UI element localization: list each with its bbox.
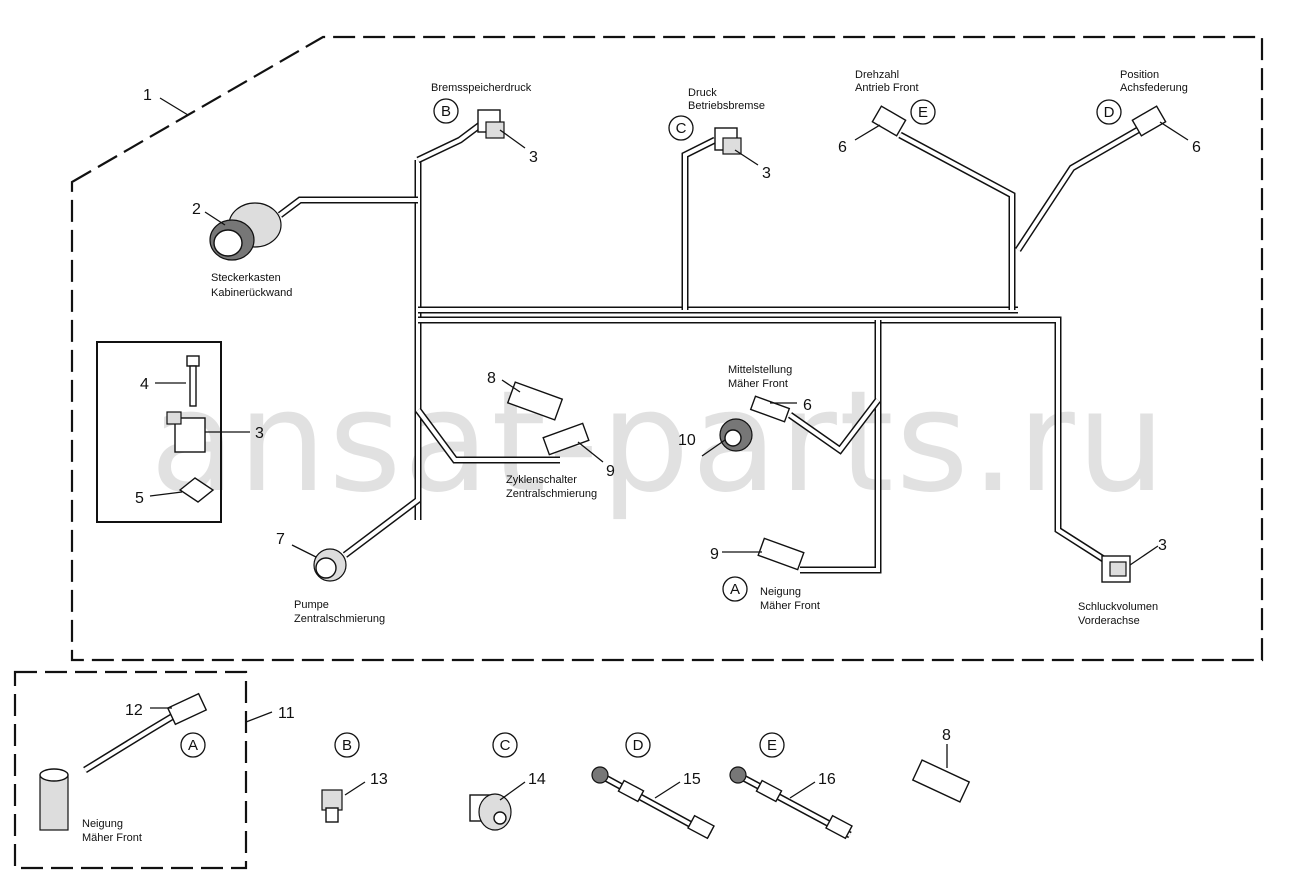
label-neigung-inset-line1: Neigung <box>82 818 123 830</box>
label-schluckvolumen-line1: Schluckvolumen <box>1078 601 1158 613</box>
part-number-9: 9 <box>710 546 719 563</box>
round-connector-2 <box>209 202 282 261</box>
mount-kit-box <box>96 341 222 523</box>
part-number-5: 5 <box>135 490 144 507</box>
part-number-3: 3 <box>255 425 264 442</box>
label-drehzahl-line1: Drehzahl <box>855 69 899 81</box>
ref-circle-b-top: B <box>433 98 459 124</box>
ref-circle-e-bottom: E <box>759 732 785 758</box>
label-steckerkasten-line1: Steckerkasten <box>211 272 281 284</box>
label-steckerkasten-line2: Kabinerückwand <box>211 287 292 299</box>
part-number-10: 10 <box>678 432 696 449</box>
ref-circle-a-inset: A <box>180 732 206 758</box>
pressure-switch-c <box>714 127 742 155</box>
ref-circle-d-top: D <box>1096 99 1122 125</box>
plug-d <box>1131 105 1167 137</box>
plug-e <box>871 105 907 137</box>
part-numbers: 1 2 3 3 3 3 4 5 6 6 6 7 8 8 9 9 10 11 12… <box>125 87 1201 788</box>
diagram-text: A <box>730 581 740 598</box>
diagram-text: D <box>633 737 644 754</box>
sensor-15 <box>591 766 715 840</box>
diagram-text: E <box>918 104 928 121</box>
leader-lines <box>149 97 1189 801</box>
label-mittelstellung-line1: Mittelstellung <box>728 364 792 376</box>
diagram-text: B <box>342 737 352 754</box>
plug-8 <box>506 381 564 421</box>
sensor-10 <box>719 418 753 452</box>
sensor-16 <box>729 766 853 840</box>
pump-connector-7 <box>313 548 347 582</box>
label-zyklenschalter-line2: Zentralschmierung <box>506 488 597 500</box>
part-number-1: 1 <box>143 87 152 104</box>
label-bremsspeicherdruck: Bremsspeicherdruck <box>431 82 532 94</box>
part-number-6: 6 <box>803 397 812 414</box>
part-number-9: 9 <box>606 463 615 480</box>
part-number-14: 14 <box>528 771 546 788</box>
plate-5 <box>178 477 215 503</box>
part-number-6: 6 <box>838 139 847 156</box>
label-druck-line2: Betriebsbremse <box>688 100 765 112</box>
part-number-8: 8 <box>487 370 496 387</box>
plug-8-bottom <box>911 759 971 803</box>
pressure-switch-13 <box>321 789 343 823</box>
bolt-4 <box>186 355 200 407</box>
sensor-schluckvolumen <box>1101 555 1131 583</box>
label-pumpe-line1: Pumpe <box>294 599 329 611</box>
label-position-line1: Position <box>1120 69 1159 81</box>
part-number-3: 3 <box>762 165 771 182</box>
component-labels: Bremsspeicherdruck Druck Betriebsbremse … <box>82 69 1188 844</box>
part-number-3: 3 <box>1158 537 1167 554</box>
part-number-12: 12 <box>125 702 143 719</box>
label-position-line2: Achsfederung <box>1120 82 1188 94</box>
ref-circle-c-top: C <box>668 115 694 141</box>
part-number-2: 2 <box>192 201 201 218</box>
part-number-16: 16 <box>818 771 836 788</box>
ref-circle-b-bottom: B <box>334 732 360 758</box>
harness-boundary <box>70 35 1264 662</box>
diagram-text: E <box>767 737 777 754</box>
ref-circle-d-bottom: D <box>625 732 651 758</box>
label-mittelstellung-line2: Mäher Front <box>728 378 788 390</box>
label-neigung-line1: Neigung <box>760 586 801 598</box>
label-drehzahl-line2: Antrieb Front <box>855 82 919 94</box>
label-druck-line1: Druck <box>688 87 717 99</box>
pressure-switch-b <box>477 109 505 139</box>
watermark-text: ansat-parts.ru <box>150 361 1168 524</box>
part-number-8: 8 <box>942 727 951 744</box>
part-number-3: 3 <box>529 149 538 166</box>
label-neigung-line2: Mäher Front <box>760 600 820 612</box>
part-number-11: 11 <box>278 705 295 722</box>
ref-circle-c-bottom: C <box>492 732 518 758</box>
ref-circle-a-main: A <box>722 576 748 602</box>
label-zyklenschalter-line1: Zyklenschalter <box>506 474 577 486</box>
part-number-13: 13 <box>370 771 388 788</box>
plug-9-zyklenschalter <box>542 422 590 456</box>
diagram-text: A <box>188 737 198 754</box>
sensor-3-mount <box>166 411 206 453</box>
label-pumpe-line2: Zentralschmierung <box>294 613 385 625</box>
sensor-neigung-inset <box>39 692 208 831</box>
pressure-switch-14 <box>469 793 512 831</box>
diagram-text: D <box>1104 104 1115 121</box>
sensor-kit-box <box>13 670 248 870</box>
part-number-4: 4 <box>140 376 149 393</box>
label-schluckvolumen-line2: Vorderachse <box>1078 615 1140 627</box>
label-neigung-inset-line2: Mäher Front <box>82 832 142 844</box>
part-number-6: 6 <box>1192 139 1201 156</box>
ref-circle-e-top: E <box>910 99 936 125</box>
diagram-text: B <box>441 103 451 120</box>
plug-9-neigung <box>757 537 805 571</box>
diagram-text: C <box>500 737 511 754</box>
harness-wires <box>277 122 1140 574</box>
part-number-15: 15 <box>683 771 701 788</box>
diagram-text: C <box>676 120 687 137</box>
part-number-7: 7 <box>276 531 285 548</box>
